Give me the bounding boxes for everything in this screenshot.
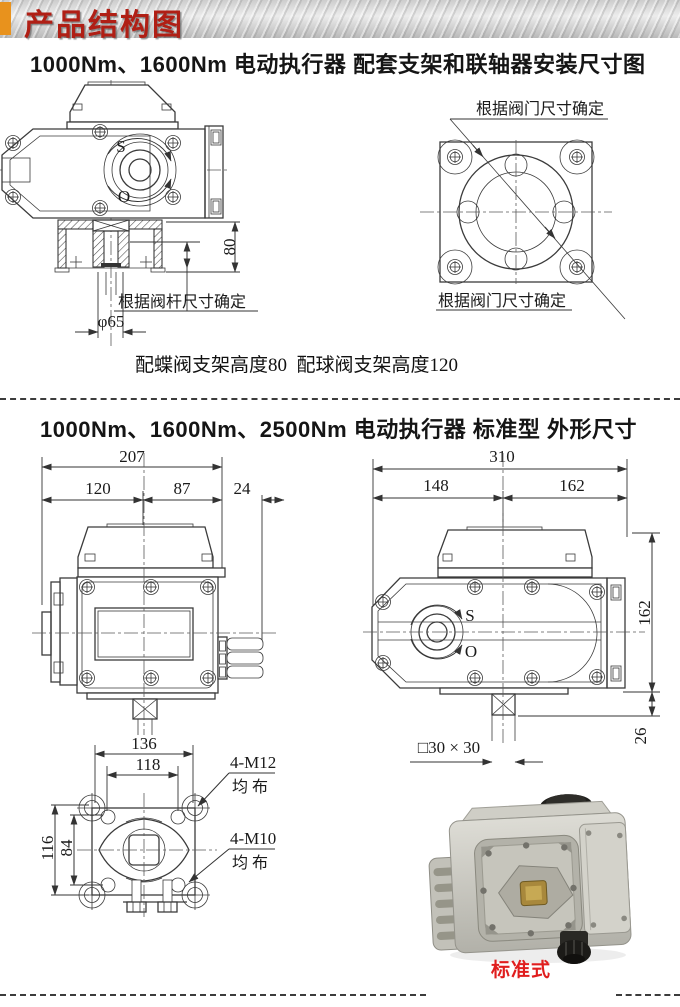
dim-80: 80 <box>220 239 239 256</box>
photo-mounting-face <box>474 834 583 942</box>
valve-note-bottom: 根据阀门尺寸确定 <box>438 292 566 310</box>
m12-callout: 4-M12 均 布 <box>197 753 276 807</box>
dim-207: 207 <box>119 447 145 466</box>
bracket-height-dimension: 80 <box>130 221 240 311</box>
dim-phi65: φ65 <box>98 312 125 331</box>
open-shut-indicator: S O <box>107 137 172 206</box>
dim-120: 120 <box>85 479 111 498</box>
shaft-size-label: □30 × 30 <box>418 738 480 757</box>
dim-162-top: 162 <box>559 476 585 495</box>
bottom-shaft <box>439 687 569 741</box>
photo-output-nut <box>519 880 548 907</box>
actuator-photo <box>428 794 632 964</box>
actuator-body <box>1 125 224 219</box>
bottom-bolts <box>123 879 187 913</box>
shut-label: S <box>465 606 474 625</box>
housing <box>371 577 626 689</box>
dim-162-right: 162 <box>635 600 654 626</box>
stem-note-callout: 根据阀杆尺寸确定 <box>114 293 258 312</box>
m10-label: 4-M10 <box>230 829 276 848</box>
valve-note-top: 根据阀门尺寸确定 <box>476 100 604 118</box>
dim-118: 118 <box>136 755 161 774</box>
shaft-size-callout: □30 × 30 <box>410 738 543 766</box>
section2-side-view-drawing: 310 148 162 162 26 <box>363 447 660 766</box>
section1-title: 1000Nm、1600Nm 电动执行器 配套支架和联轴器安装尺寸图 <box>30 52 646 77</box>
section-divider <box>0 398 680 400</box>
mounting-bracket <box>54 219 166 295</box>
m10-callout: 4-M10 均 布 <box>188 829 276 883</box>
stem-note: 根据阀杆尺寸确定 <box>118 293 246 311</box>
bottom-shaft <box>86 692 216 735</box>
bottom-divider-left <box>0 994 426 996</box>
m10-label2: 均 布 <box>232 854 268 872</box>
section2-front-view-drawing: 207 120 87 24 <box>32 447 285 735</box>
length-dimensions: 310 148 162 <box>372 447 628 607</box>
m12-label2: 均 布 <box>232 778 268 796</box>
top-cap <box>66 81 179 130</box>
vertical-dimensions: 116 84 <box>38 804 103 896</box>
m12-label: 4-M12 <box>230 753 276 772</box>
dim-310: 310 <box>489 447 515 466</box>
top-cap <box>77 523 226 578</box>
orange-accent-tab <box>0 2 11 35</box>
width-dimensions: 207 120 87 24 <box>41 447 285 641</box>
mounting-plate <box>76 792 211 911</box>
page-header: 产品结构图 <box>0 0 680 42</box>
photo-cable-gland <box>557 931 591 964</box>
section2-bottom-view-drawing: 136 118 116 84 <box>38 734 276 917</box>
page-title: 产品结构图 <box>24 9 184 42</box>
photo-caption: 标准式 <box>491 960 552 981</box>
top-cap <box>437 526 593 578</box>
dim-84: 84 <box>57 839 76 857</box>
section1-caption: 配蝶阀支架高度80 配球阀支架高度120 <box>135 355 459 376</box>
open-label: O <box>118 187 130 206</box>
photo-terminal-cover <box>578 822 632 935</box>
horizontal-dimensions: 136 118 <box>94 734 194 811</box>
dim-26: 26 <box>631 728 650 745</box>
section2-title: 1000Nm、1600Nm、2500Nm 电动执行器 标准型 外形尺寸 <box>40 417 638 442</box>
dim-116: 116 <box>38 836 57 861</box>
cable-glands <box>217 636 264 680</box>
section1-side-view-drawing: S O 80 <box>0 80 258 346</box>
open-label: O <box>465 642 477 661</box>
phi65-dimension: φ65 <box>75 272 146 338</box>
shut-label: S <box>116 137 125 156</box>
dim-136: 136 <box>131 734 157 753</box>
dim-148: 148 <box>423 476 449 495</box>
housing <box>76 576 219 694</box>
section1-flange-view-drawing: 根据阀门尺寸确定 根据阀门尺寸确定 <box>420 100 626 320</box>
bottom-divider-right <box>616 994 680 996</box>
mounting-flange <box>420 139 612 285</box>
height-dimensions: 162 26 <box>518 532 660 745</box>
dim-24: 24 <box>234 479 252 498</box>
output-shaft <box>103 133 177 207</box>
side-mount-plates <box>41 577 78 686</box>
dim-87: 87 <box>174 479 192 498</box>
